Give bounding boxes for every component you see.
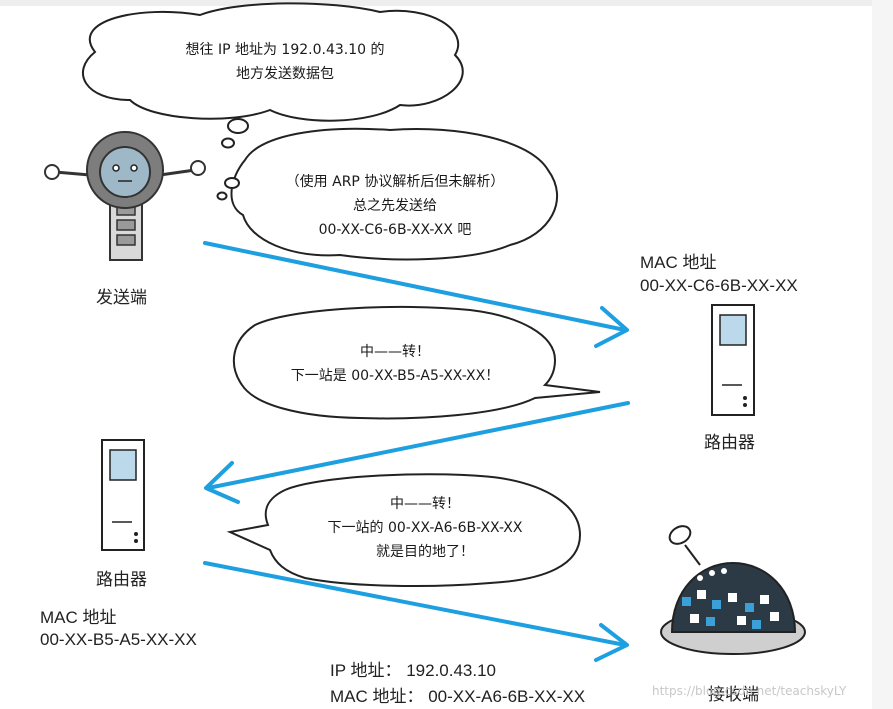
router2-label: 路由器 <box>96 565 147 590</box>
router1-label: 路由器 <box>704 428 755 453</box>
arrows <box>205 243 628 660</box>
bubble-top-line1: 想往 IP 地址为 192.0.43.10 的 <box>150 38 420 62</box>
bubble-router2-line1: 中——转！ <box>285 492 565 516</box>
router2-mac-label: MAC 地址 <box>40 603 117 628</box>
bubble-router1-line2: 下一站是 00-XX-B5-A5-XX-XX！ <box>250 364 540 388</box>
bubble-router2-text: 中——转！ 下一站的 00-XX-A6-6B-XX-XX 就是目的地了！ <box>285 492 565 564</box>
bubble-top-text: 想往 IP 地址为 192.0.43.10 的 地方发送数据包 <box>150 38 420 86</box>
router2-mac-value: 00-XX-B5-A5-XX-XX <box>40 630 197 650</box>
bubble-sender-text: （使用 ARP 协议解析后但未解析） 总之先发送给 00-XX-C6-6B-XX… <box>250 170 540 242</box>
receiver-ip-line: IP 地址： 192.0.43.10 <box>330 656 496 681</box>
receiver-mac-line: MAC 地址： 00-XX-A6-6B-XX-XX <box>330 682 585 707</box>
bubble-router2-line2: 下一站的 00-XX-A6-6B-XX-XX <box>285 516 565 540</box>
bubble-sender-line1: （使用 ARP 协议解析后但未解析） <box>250 170 540 194</box>
bubble-router1-text: 中——转！ 下一站是 00-XX-B5-A5-XX-XX！ <box>250 340 540 388</box>
bubble-router2-line3: 就是目的地了！ <box>285 540 565 564</box>
bubble-sender-line3: 00-XX-C6-6B-XX-XX 吧 <box>250 218 540 242</box>
sender-robot-icon <box>45 132 205 260</box>
receiver-robot-icon <box>661 523 805 654</box>
bubble-top-line2: 地方发送数据包 <box>150 62 420 86</box>
bubble-router1-line1: 中——转！ <box>250 340 540 364</box>
sender-label: 发送端 <box>96 283 147 308</box>
bubble-sender-line2: 总之先发送给 <box>250 194 540 218</box>
watermark-text: https://blog.csdn.net/teachskyLY <box>652 684 846 698</box>
router2-icon <box>102 440 144 550</box>
router1-mac-value: 00-XX-C6-6B-XX-XX <box>640 276 872 296</box>
router1-icon <box>712 305 754 415</box>
router1-mac-label: MAC 地址 <box>640 248 717 273</box>
